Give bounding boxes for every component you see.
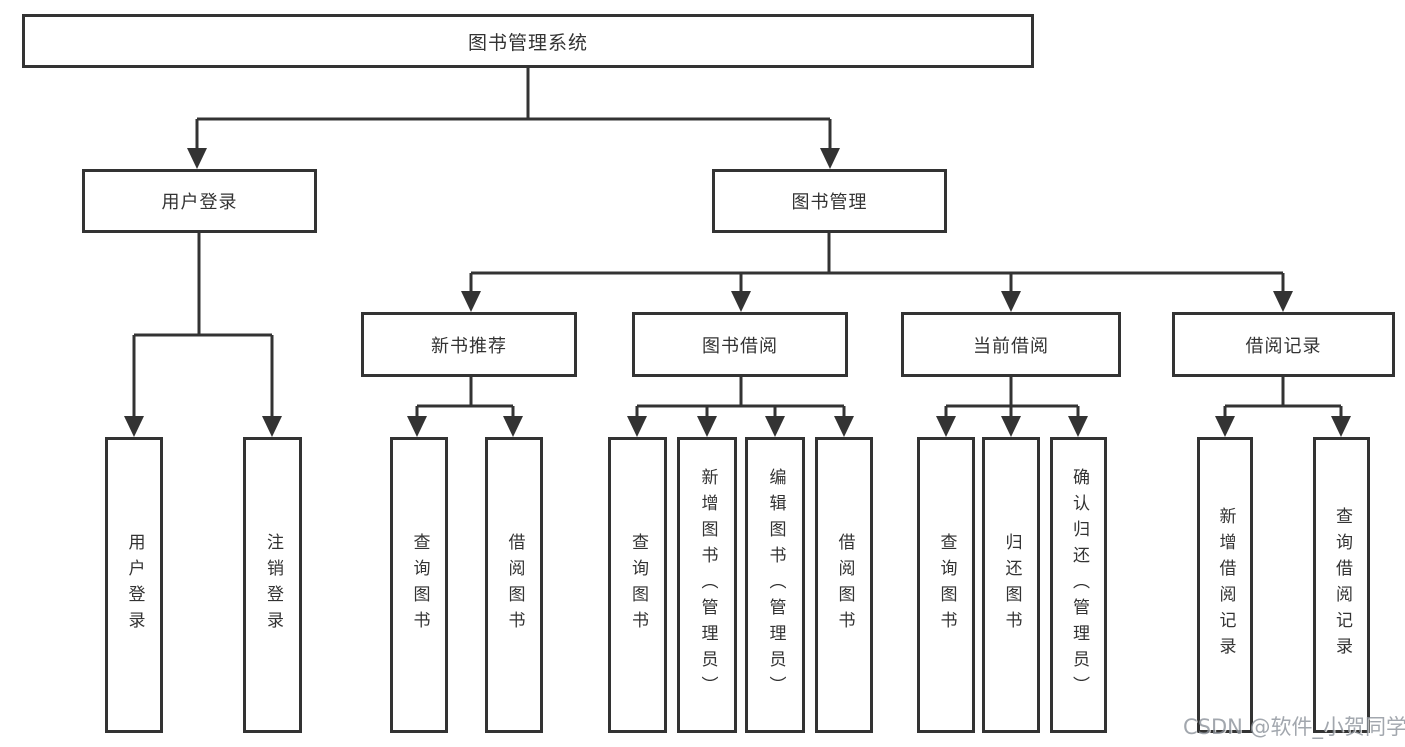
connector [469, 233, 1285, 296]
node-user-login: 用户登录 [82, 169, 317, 233]
leaf-add-book-admin: 新增图书（管理员） [677, 437, 737, 733]
node-book-management: 图书管理 [712, 169, 947, 233]
arrowhead-icon [407, 416, 427, 437]
connector [132, 233, 274, 421]
arrowhead-icon [1068, 416, 1088, 437]
connector [415, 377, 515, 421]
arrowhead-icon [936, 416, 956, 437]
leaf-logout: 注销登录 [243, 437, 302, 733]
connector [944, 377, 1080, 421]
node-current-borrowing: 当前借阅 [901, 312, 1121, 377]
leaf-borrow-books-borrowing: 借阅图书 [815, 437, 873, 733]
leaf-user-login: 用户登录 [105, 437, 163, 733]
node-book-borrowing: 图书借阅 [632, 312, 848, 377]
arrowhead-icon [1215, 416, 1235, 437]
arrowhead-icon [1331, 416, 1351, 437]
leaf-query-borrow-record: 查询借阅记录 [1313, 437, 1370, 733]
arrowhead-icon [1273, 291, 1293, 312]
leaf-query-books-borrowing: 查询图书 [608, 437, 667, 733]
arrowhead-icon [124, 416, 144, 437]
connector [1223, 377, 1343, 421]
node-library-system: 图书管理系统 [22, 14, 1034, 68]
node-borrowing-records: 借阅记录 [1172, 312, 1395, 377]
leaf-query-books-recommend: 查询图书 [390, 437, 448, 733]
arrowhead-icon [697, 416, 717, 437]
arrowhead-icon [820, 148, 840, 169]
connector [635, 377, 846, 421]
leaf-add-borrow-record: 新增借阅记录 [1197, 437, 1253, 733]
leaf-edit-book-admin: 编辑图书（管理员） [745, 437, 805, 733]
arrowhead-icon [461, 291, 481, 312]
leaf-return-books: 归还图书 [982, 437, 1040, 733]
leaf-confirm-return-admin: 确认归还（管理员） [1050, 437, 1107, 733]
arrowhead-icon [1001, 291, 1021, 312]
arrowhead-icon [731, 291, 751, 312]
watermark: CSDN @软件_小贺同学 [1183, 715, 1405, 739]
leaf-borrow-books-recommend: 借阅图书 [485, 437, 543, 733]
arrowhead-icon [765, 416, 785, 437]
arrowhead-icon [627, 416, 647, 437]
leaf-query-books-current: 查询图书 [917, 437, 975, 733]
node-new-book-recommend: 新书推荐 [361, 312, 577, 377]
arrowhead-icon [1001, 416, 1021, 437]
connector [195, 68, 832, 153]
arrowhead-icon [262, 416, 282, 437]
arrowhead-icon [187, 148, 207, 169]
arrowhead-icon [834, 416, 854, 437]
arrowhead-icon [503, 416, 523, 437]
